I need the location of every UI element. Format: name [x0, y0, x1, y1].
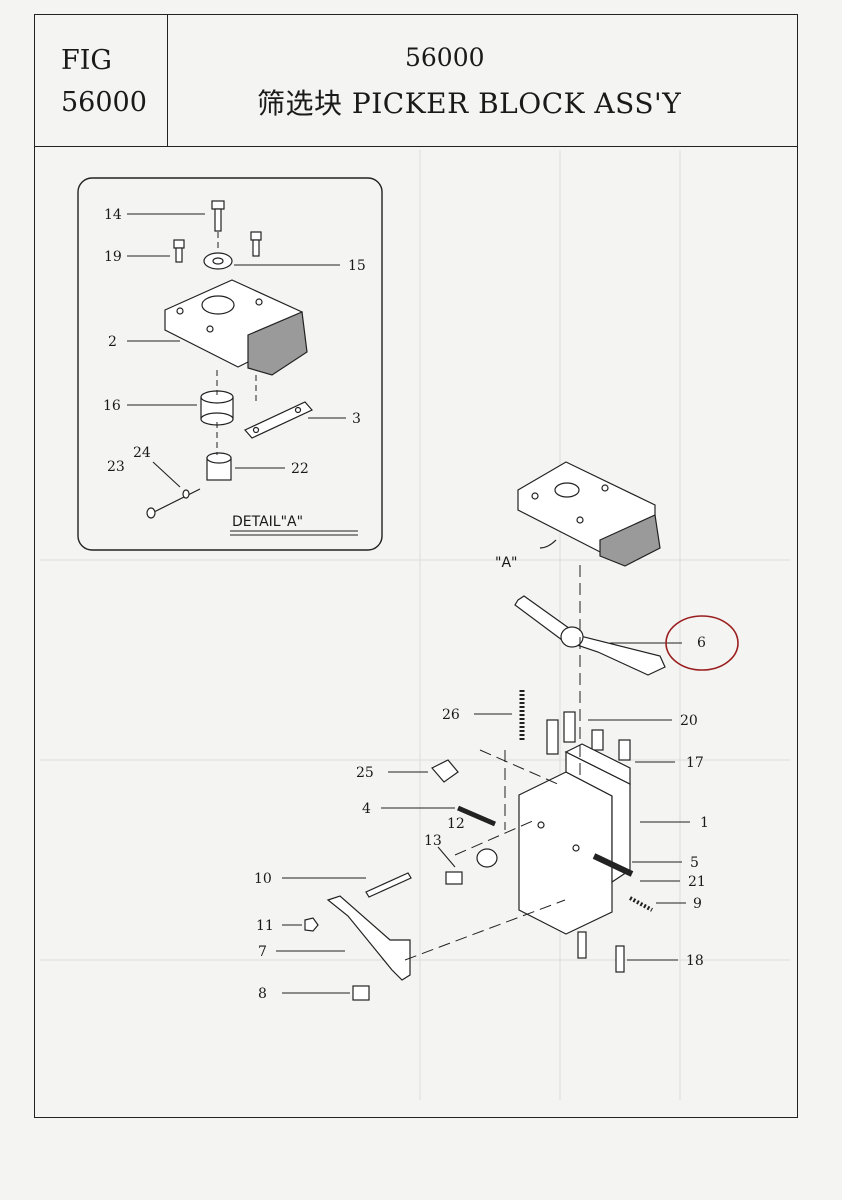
washer-13 [476, 848, 498, 868]
detail-label-14: 14 [104, 207, 122, 223]
detail-label-24: 24 [133, 445, 151, 461]
detail-centerlines [216, 232, 257, 455]
main-body-top [564, 743, 631, 785]
detail-label-2: 2 [108, 334, 117, 350]
main-body-hole-a [537, 821, 545, 829]
view-arrow [539, 539, 557, 549]
screw-19-shank [175, 247, 183, 263]
detail-caption: DETAIL"A" [232, 514, 303, 530]
main-body-hole-b [572, 844, 580, 852]
label-13: 13 [424, 833, 442, 849]
label-12: 12 [447, 816, 465, 832]
label-5: 5 [690, 855, 699, 871]
collar-22-top [206, 452, 232, 464]
drawing-sheet: FIG 56000 56000 筛选块 PICKER BLOCK ASS'Y [34, 14, 798, 1118]
screw-14-head [211, 200, 225, 210]
label-10: 10 [254, 871, 272, 887]
block-2-bore [201, 295, 235, 315]
detail-label-16: 16 [103, 398, 121, 414]
fig-word: FIG [61, 45, 112, 76]
detail-label-15: 15 [348, 258, 366, 274]
detail-label-23: 23 [107, 459, 125, 475]
background-grid [40, 150, 790, 1100]
picker-arm-6-hub [560, 626, 584, 648]
main-block-hole-a [531, 492, 539, 500]
detail-parts [146, 200, 313, 519]
shaft-10 [365, 872, 412, 898]
label-4: 4 [362, 801, 371, 817]
block-2-hole-a [176, 307, 184, 315]
pin-23-clip [146, 507, 156, 519]
bracket-7 [326, 895, 411, 981]
main-block-boss [554, 482, 580, 498]
main-block-groove [599, 514, 661, 567]
main-leaders [276, 642, 690, 994]
main-labels: 6 26 20 25 17 4 12 1 13 5 10 21 9 11 7 1… [254, 635, 709, 1002]
highlight-circle-6 [665, 615, 739, 671]
post-20-a [546, 719, 559, 755]
label-6: 6 [697, 635, 706, 651]
label-7: 7 [258, 944, 267, 960]
drawing-title: 筛选块 PICKER BLOCK ASS'Y [257, 87, 682, 120]
bar-3-hole-b [294, 406, 302, 414]
screw-17-b [618, 739, 631, 761]
pin-18-a [577, 931, 587, 959]
nut-11 [304, 917, 319, 932]
screw-right-head [250, 231, 262, 241]
main-centerlines [404, 565, 581, 961]
screw-14-shank [214, 208, 222, 232]
main-body-front [518, 771, 613, 935]
title-block: FIG 56000 56000 筛选块 PICKER BLOCK ASS'Y [35, 15, 797, 147]
part-number: 56000 [405, 43, 485, 72]
label-9: 9 [693, 896, 702, 912]
spring-9 [629, 896, 653, 912]
detail-label-19: 19 [104, 249, 122, 265]
main-block-hole-c [576, 516, 584, 524]
label-18: 18 [686, 953, 704, 969]
label-8: 8 [258, 986, 267, 1002]
view-marker: "A" [495, 555, 517, 571]
pin-23 [149, 488, 201, 515]
knob-25 [431, 759, 459, 783]
figure-cell: FIG 56000 [35, 15, 168, 146]
detail-frame [77, 177, 383, 551]
label-20: 20 [680, 713, 698, 729]
block-2-hole-c [206, 325, 214, 333]
label-26: 26 [442, 707, 460, 723]
screw-13 [445, 871, 463, 885]
pin-4 [457, 805, 496, 827]
main-block-hole-b [601, 484, 609, 492]
block-2-groove [247, 311, 308, 376]
pin-5 [592, 853, 634, 877]
screw-right-shank [252, 239, 260, 257]
detail-label-22: 22 [291, 461, 309, 477]
block-2-hole-b [255, 298, 263, 306]
post-20-b [563, 711, 576, 743]
label-21: 21 [688, 874, 706, 890]
label-1: 1 [700, 815, 709, 831]
detail-leaders [127, 213, 346, 488]
screw-19-head [173, 239, 185, 249]
ring-24 [182, 489, 190, 499]
picker-arm-6 [514, 595, 666, 676]
screw-8 [352, 985, 370, 1001]
detail-label-3: 3 [352, 411, 361, 427]
bar-3-hole-a [252, 426, 260, 434]
label-17: 17 [686, 755, 704, 771]
main-parts [304, 461, 666, 1001]
washer-15-hole [212, 257, 224, 265]
pin-18-b [615, 945, 625, 973]
fig-number: 56000 [61, 87, 147, 118]
label-25: 25 [356, 765, 374, 781]
screw-17-a [591, 729, 604, 751]
detail-labels: 14 19 15 2 16 3 24 23 22 DETAIL"A" [103, 207, 366, 530]
label-11: 11 [256, 918, 274, 934]
